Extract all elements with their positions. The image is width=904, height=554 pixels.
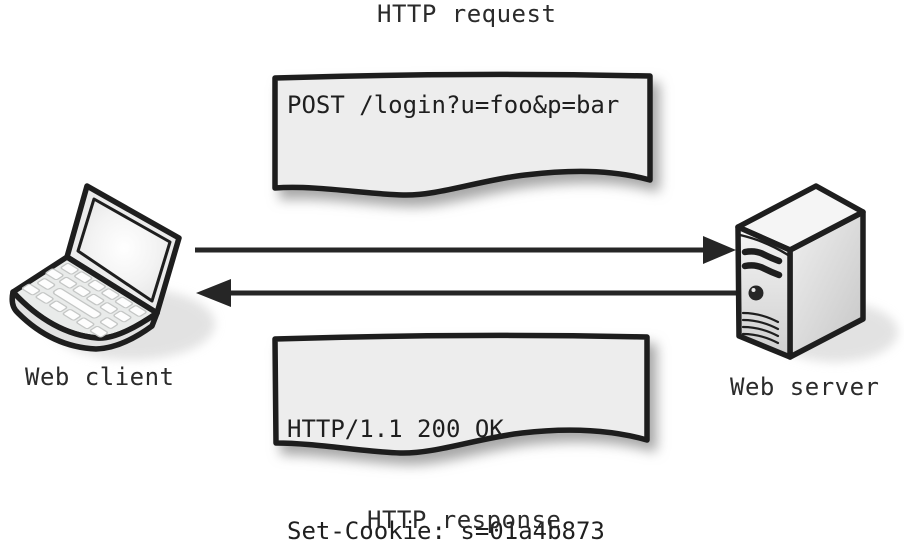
request-note: POST /login?u=foo&p=bar [270,70,660,210]
response-note: HTTP/1.1 200 OK Set-Cookie: s=01a4b873 [270,331,660,545]
laptop-screen [76,197,172,303]
response-arrow-icon [196,279,737,307]
http-response-title: HTTP response [367,506,562,534]
web-client-label: Web client [25,363,175,391]
response-note-line1: HTTP/1.1 200 OK [287,415,504,443]
web-server-label: Web server [730,373,880,401]
response-note-text: HTTP/1.1 200 OK Set-Cookie: s=01a4b873 [287,344,605,554]
response-note-paper [272,332,650,456]
server-power-button [748,285,764,301]
request-note-paper [272,71,653,198]
server-drive-bars [741,248,783,265]
laptop-rim [9,289,160,352]
laptop-icon [9,183,182,352]
server-vents [741,311,780,345]
http-request-title: HTTP request [377,0,557,28]
laptop-keyboard [21,262,147,338]
request-note-text: POST /login?u=foo&p=bar [287,91,620,119]
response-note-line2: Set-Cookie: s=01a4b873 [287,517,605,545]
server-icon [735,183,866,360]
request-arrow-icon [195,236,736,264]
